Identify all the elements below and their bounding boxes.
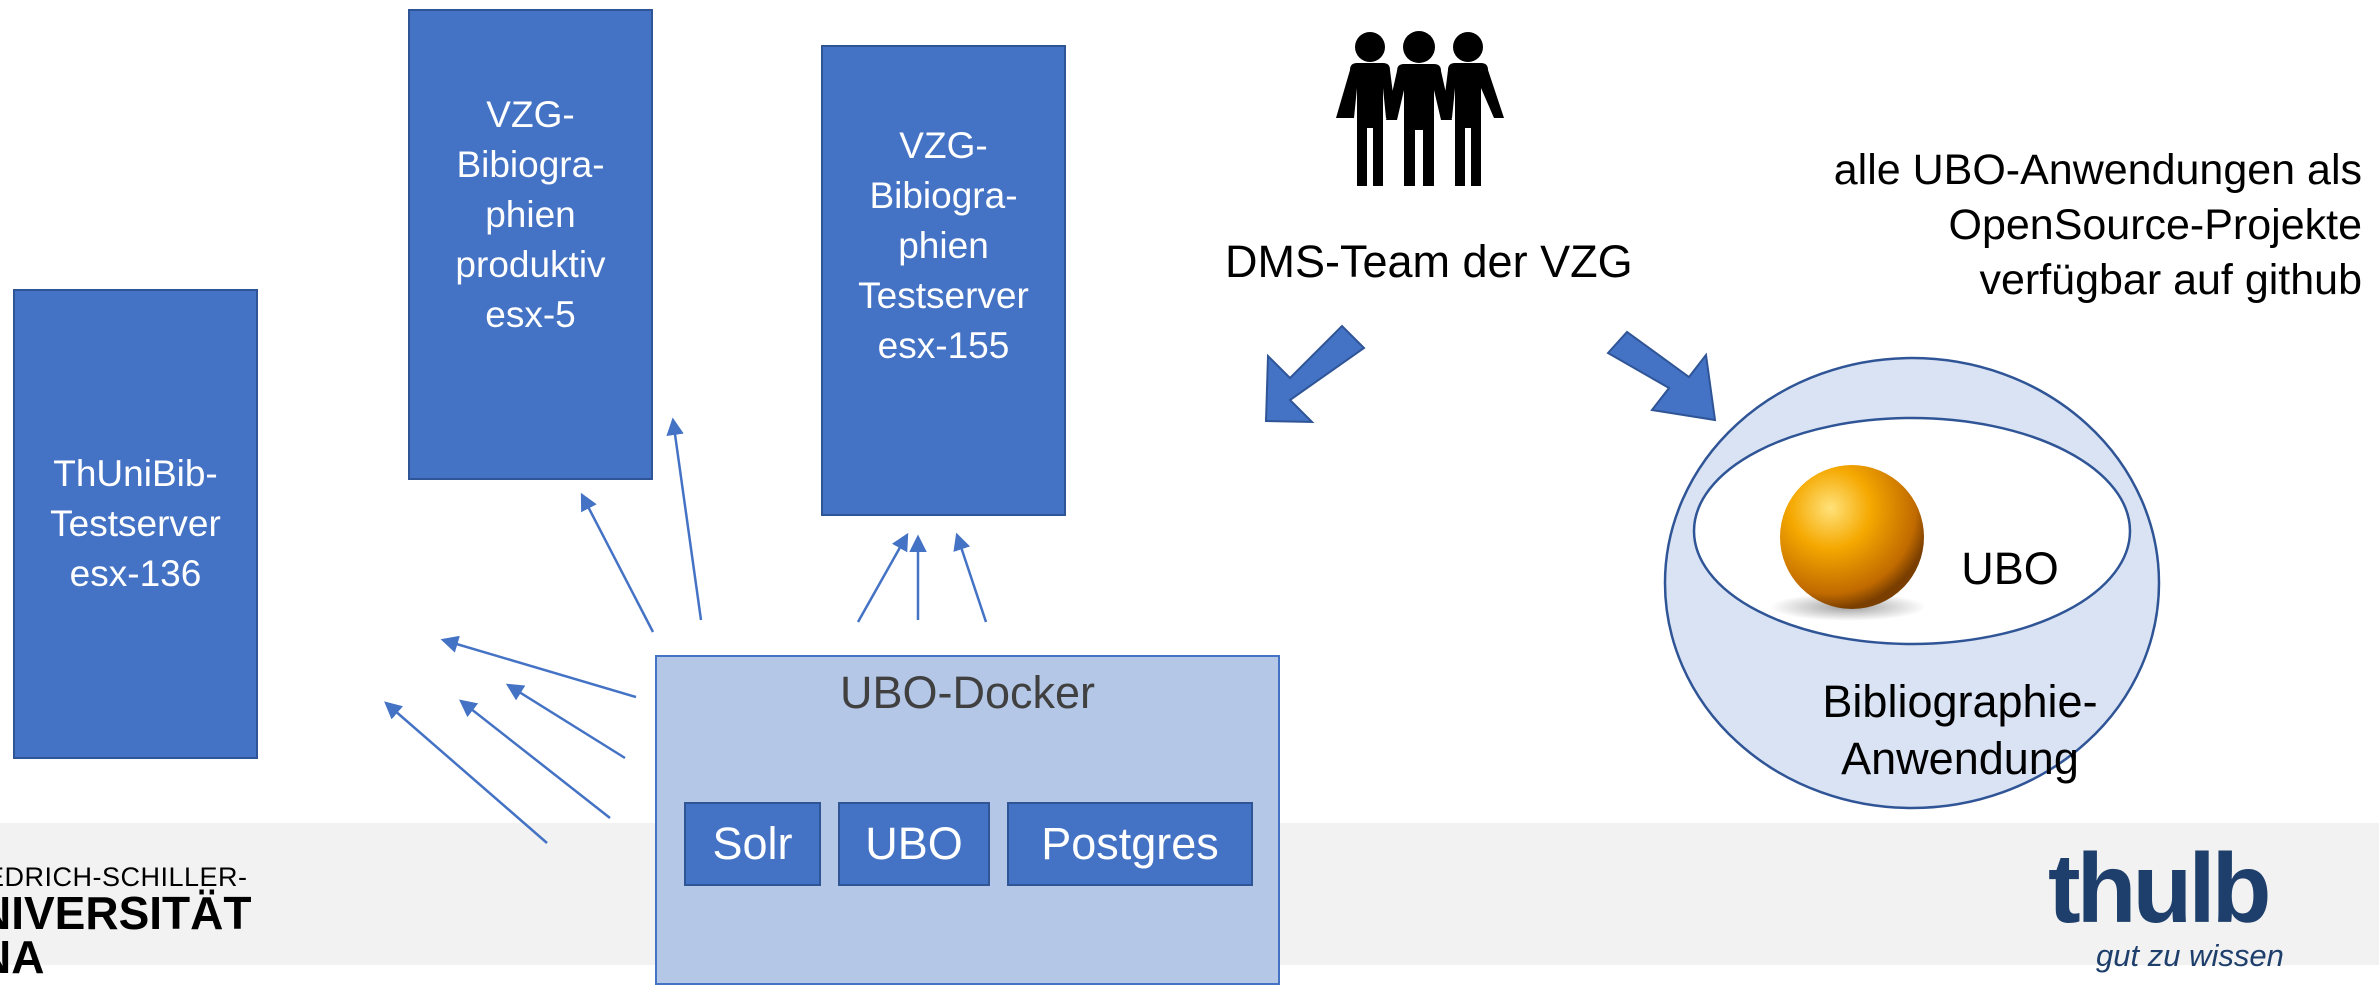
server-vzg-testserver: VZG- Bibiogra- phien Testserver esx-155: [821, 45, 1066, 516]
arrow-to-thunibib: [459, 699, 611, 819]
server-thunibib-testserver: ThUniBib- Testserver esx-136: [13, 289, 258, 759]
component-ubo: UBO: [838, 802, 990, 886]
ubo-sphere-icon: [1780, 465, 1924, 609]
ubo-docker-container: UBO-Docker Solr UBO Postgres: [655, 655, 1280, 985]
arrow-team-to-servers: [1264, 324, 1366, 424]
arrow-to-thunibib: [440, 635, 637, 699]
university-logo-line-3: NA: [0, 931, 45, 983]
arrow-team-to-application: [1606, 330, 1717, 422]
university-logo-line-2: NIVERSITÄT: [0, 887, 252, 939]
arrow-to-vzg-prod: [580, 492, 655, 633]
thulb-tagline: gut zu wissen: [2096, 938, 2284, 973]
server-vzg-produktiv: VZG- Bibiogra- phien produktiv esx-5: [408, 9, 653, 480]
team-label: DMS-Team der VZG: [1225, 236, 1633, 287]
thulb-logo: thulb gut zu wissen: [2048, 833, 2308, 973]
server-vzg-produktiv-label: VZG- Bibiogra- phien produktiv esx-5: [455, 93, 606, 335]
opensource-note-text: alle UBO-Anwendungen als OpenSource-Proj…: [1833, 146, 2362, 304]
arrow-to-thunibib: [505, 683, 626, 760]
arrow-to-thunibib: [384, 701, 548, 844]
ubo-docker-title: UBO-Docker: [839, 667, 1096, 718]
opensource-note: alle UBO-Anwendungen als OpenSource-Proj…: [1740, 143, 2362, 308]
diagram-overlay: [384, 31, 2161, 844]
server-vzg-testserver-label: VZG- Bibiogra- phien Testserver esx-155: [858, 124, 1029, 366]
bibliographie-anwendung-label: Bibliographie- Anwendung: [1822, 676, 2098, 784]
ubo-label: UBO: [1961, 543, 2059, 594]
arrow-to-vzg-test: [953, 532, 988, 623]
server-thunibib-label: ThUniBib- Testserver esx-136: [50, 453, 221, 594]
university-jena-logo: IEDRICH-SCHILLER- NIVERSITÄT NA: [0, 862, 300, 983]
component-postgres: Postgres: [1007, 802, 1253, 886]
component-solr: Solr: [684, 802, 821, 886]
university-logo-line-1: IEDRICH-SCHILLER-: [0, 862, 248, 892]
deployment-arrows: [384, 417, 988, 844]
people-group-icon: [1336, 31, 1504, 186]
arrow-to-vzg-test: [856, 532, 909, 623]
thulb-wordmark: thulb: [2048, 833, 2271, 943]
arrow-to-vzg-prod: [666, 417, 703, 621]
